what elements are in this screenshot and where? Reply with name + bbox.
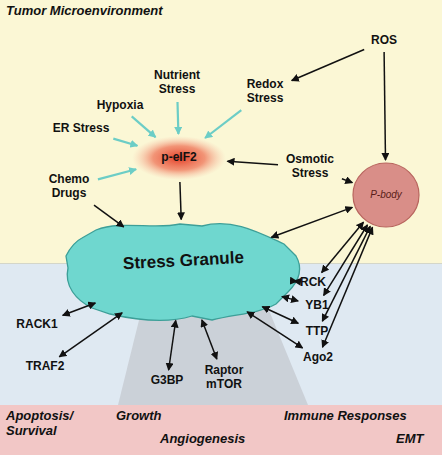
node-label: TRAF2 [26, 360, 65, 374]
node-label: Nutrient Stress [148, 69, 206, 97]
p-body-circle: P-body [352, 162, 420, 228]
connector-arrow [228, 161, 279, 165]
phospho-eif2-glow: p-eIF2 [132, 136, 226, 180]
connector-arrow [262, 307, 298, 324]
stress-label: Nutrient Stress [148, 66, 206, 100]
protein-label: Ago2 [298, 349, 338, 367]
node-label: YB1 [305, 299, 328, 313]
connector-arrow [63, 303, 96, 315]
node-label: TTP [306, 325, 329, 339]
stress-label: Chemo Drugs [42, 170, 96, 204]
connector-arrow [94, 205, 124, 227]
node-label: ER Stress [53, 122, 110, 136]
stress-label: ER Stress [48, 120, 114, 138]
protein-label: Raptor mTOR [198, 361, 250, 395]
protein-label: RCK [296, 274, 330, 292]
band-text: Tumor Microenvironment [6, 4, 226, 19]
protein-label: G3BP [144, 372, 190, 390]
band-text: Immune Responses [284, 409, 434, 424]
node-label: G3BP [151, 374, 184, 388]
outcome-band: Apoptosis/ Survival GrowthAngiogenesis Imm… [0, 405, 442, 455]
protein-label: TRAF2 [20, 358, 70, 376]
stress-label: ROS [366, 32, 402, 50]
signal-wedge [118, 308, 308, 405]
node-label: RACK1 [16, 318, 57, 332]
connector-arrow [323, 227, 373, 347]
band-text: Apoptosis/ Survival [6, 409, 96, 439]
connector-arrow [176, 102, 179, 134]
connector-arrow [169, 321, 176, 371]
connector-arrow [322, 226, 370, 321]
band-text: Growth [116, 409, 186, 424]
connector-arrow [202, 320, 217, 359]
stress-label: Hypoxia [92, 97, 148, 115]
connector-arrow [205, 110, 241, 138]
connector-arrow [113, 139, 137, 146]
node-label: RCK [300, 276, 326, 290]
connector-arrow [292, 50, 364, 81]
node-label: Hypoxia [97, 99, 144, 113]
stress-granule-blob: Stress Granule [62, 216, 304, 324]
band-text: EMT [396, 432, 440, 447]
node-label: p-eIF2 [161, 151, 196, 165]
connector-arrow [322, 222, 364, 272]
connector-arrow [324, 225, 368, 295]
node-label: Redox Stress [240, 78, 290, 106]
node-label: Chemo Drugs [42, 173, 96, 201]
glow-ellipse [132, 136, 226, 180]
protein-label: TTP [300, 323, 334, 341]
protein-label: YB1 [300, 297, 334, 315]
connector-arrow [247, 312, 302, 348]
connector-arrow [384, 52, 385, 160]
granule-outline [66, 224, 300, 321]
connector-arrow [342, 179, 352, 183]
protein-label: RACK1 [12, 316, 62, 334]
stress-label: Redox Stress [240, 75, 290, 109]
node-label: Raptor mTOR [198, 364, 250, 392]
p-body-outline [353, 163, 419, 227]
connector-arrow [271, 207, 352, 237]
connector-arrow [132, 116, 156, 137]
node-label: Osmotic Stress [280, 153, 340, 181]
node-label: ROS [371, 34, 397, 48]
node-label: Ago2 [303, 351, 333, 365]
connector-arrow [98, 169, 136, 179]
stress-label: Osmotic Stress [280, 150, 340, 184]
connector-arrow [294, 280, 297, 282]
band-text: Angiogenesis [160, 432, 270, 447]
node-label: P-body [370, 189, 402, 201]
connector-arrow [282, 297, 298, 301]
connector-arrow [59, 313, 122, 357]
connector-arrow [180, 182, 181, 219]
